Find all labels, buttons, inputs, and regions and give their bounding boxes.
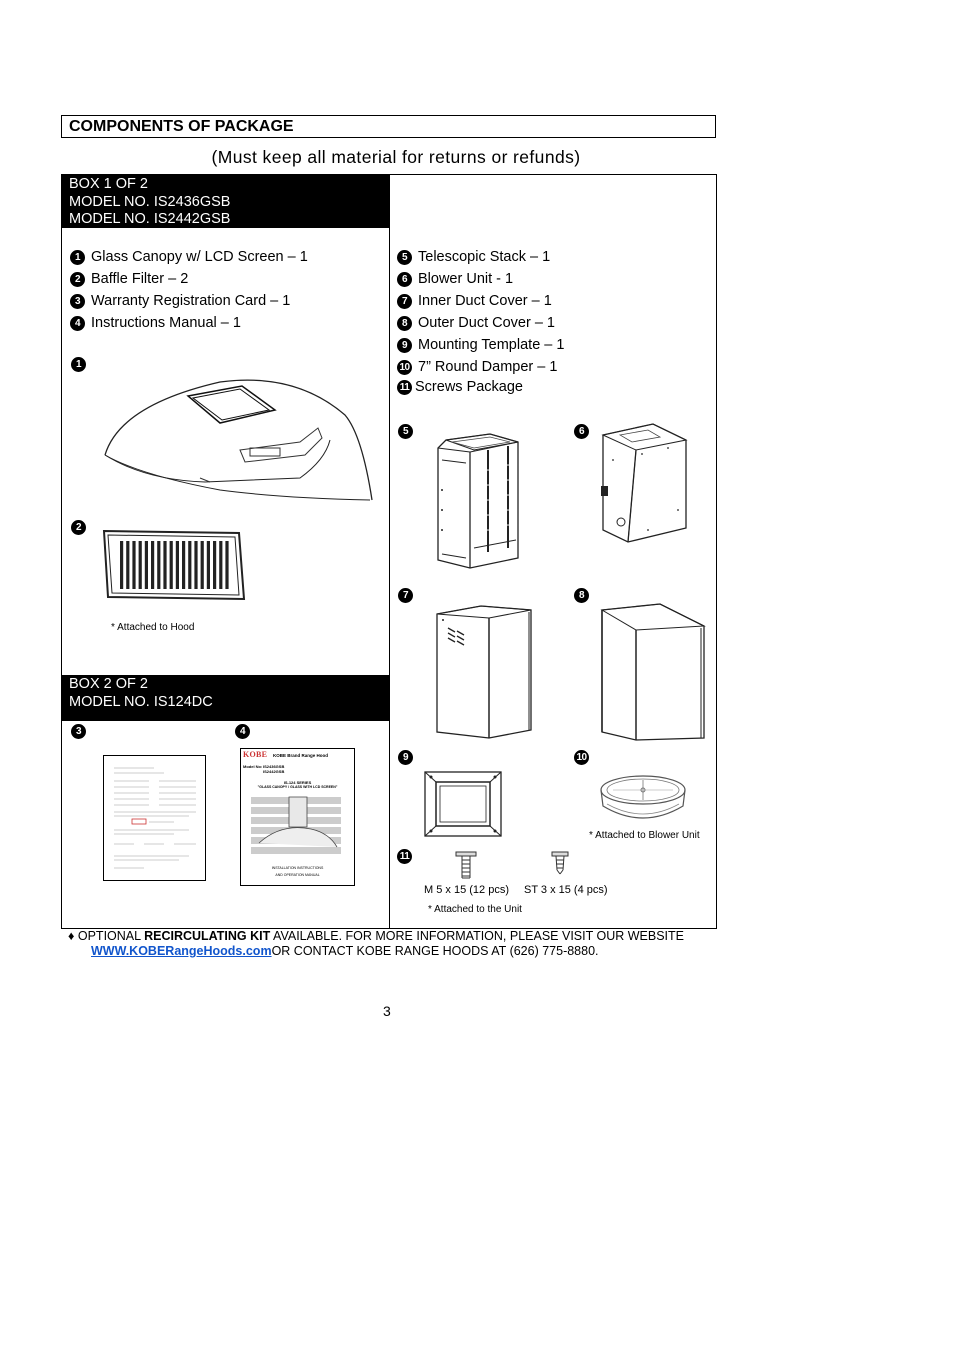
box2-band: BOX 2 OF 2 MODEL NO. IS124DC: [62, 675, 389, 721]
filter-slot: [145, 541, 148, 589]
round-damper-illustration: [598, 768, 690, 828]
section-title: COMPONENTS OF PACKAGE: [61, 115, 716, 138]
blower-unit-illustration: [598, 420, 693, 545]
attached-unit-note: * Attached to the Unit: [428, 904, 522, 915]
filter-slot: [139, 541, 142, 589]
tapping-screw: [552, 852, 568, 874]
manual-footer-2: AND OPERATION MANUAL: [241, 873, 354, 877]
box1-line: MODEL NO. IS2436GSB: [69, 194, 389, 212]
telescopic-stack-illustration: [430, 430, 525, 580]
manual-series-sub: "GLASS CANOPY / GLASS WITH LCD SCREEN": [241, 785, 354, 789]
manual-footer-1: INSTALLATION INSTRUCTIONS: [241, 866, 354, 870]
mounting-template-illustration: [423, 770, 503, 838]
baffle-filter-illustration: [102, 529, 247, 601]
figure-marker-1: 1: [71, 357, 86, 372]
box2-line: BOX 2 OF 2: [69, 676, 389, 694]
inner-duct-cover-illustration: [433, 600, 538, 742]
bullet-icon: ♦: [68, 929, 74, 943]
recirculating-kit: RECIRCULATING KIT: [144, 929, 270, 943]
filter-slot: [151, 541, 154, 589]
filter-slot: [157, 541, 160, 589]
manual-thumbnail: KOBE KOBE Brand Range Hood Model No: IS2…: [240, 748, 355, 886]
figure-marker-11: 11: [397, 849, 412, 864]
box1-line: BOX 1 OF 2: [69, 176, 389, 194]
figure-marker-2: 2: [71, 520, 86, 535]
figure-marker-6: 6: [574, 424, 589, 439]
manual-model-2: IS2442GSB: [263, 769, 284, 774]
box2-line: MODEL NO. IS124DC: [69, 694, 389, 712]
filter-slot: [194, 541, 197, 589]
figure-marker-4: 4: [235, 724, 250, 739]
filter-slot: [207, 541, 210, 589]
filter-slot: [170, 541, 173, 589]
filter-slot: [176, 541, 179, 589]
machine-screw: [456, 852, 476, 878]
figure-marker-9: 9: [398, 750, 413, 765]
outer-duct-cover-illustration: [598, 600, 710, 745]
glass-canopy-illustration: [100, 360, 380, 520]
footer-note: ♦ OPTIONAL RECIRCULATING KIT AVAILABLE. …: [68, 929, 684, 959]
filter-slot: [182, 541, 185, 589]
screw-spec-2: ST 3 x 15 (4 pcs): [524, 884, 608, 896]
figure-marker-10: 10: [574, 750, 589, 765]
attached-blower-note: * Attached to Blower Unit: [589, 830, 700, 841]
filter-slot: [225, 541, 228, 589]
figure-marker-3: 3: [71, 724, 86, 739]
filter-slot: [219, 541, 222, 589]
box1-line: MODEL NO. IS2442GSB: [69, 211, 389, 229]
screw-spec-1: M 5 x 15 (12 pcs): [424, 884, 509, 896]
filter-slot: [188, 541, 191, 589]
filter-slot: [213, 541, 216, 589]
filter-slot: [163, 541, 166, 589]
manual-model-label: Model No:: [243, 764, 262, 769]
column-divider: [389, 174, 390, 929]
website-link[interactable]: WWW.KOBERangeHoods.com: [91, 944, 272, 958]
page-number: 3: [383, 1003, 391, 1019]
screws-illustration: [455, 850, 575, 882]
filter-slot: [126, 541, 129, 589]
box1-band: BOX 1 OF 2 MODEL NO. IS2436GSB MODEL NO.…: [62, 175, 389, 228]
kobe-logo: KOBE: [243, 750, 267, 759]
filter-slot: [201, 541, 204, 589]
filter-slot: [132, 541, 135, 589]
figure-marker-5: 5: [398, 424, 413, 439]
attached-hood-note: * Attached to Hood: [111, 622, 194, 633]
warranty-card-thumbnail: [103, 755, 206, 881]
manual-brand-title: KOBE Brand Range Hood: [273, 753, 328, 758]
figure-marker-8: 8: [574, 588, 589, 603]
manual-cover-image: [251, 793, 343, 861]
filter-slot: [120, 541, 123, 589]
figure-marker-7: 7: [398, 588, 413, 603]
subtitle: (Must keep all material for returns or r…: [61, 147, 731, 168]
